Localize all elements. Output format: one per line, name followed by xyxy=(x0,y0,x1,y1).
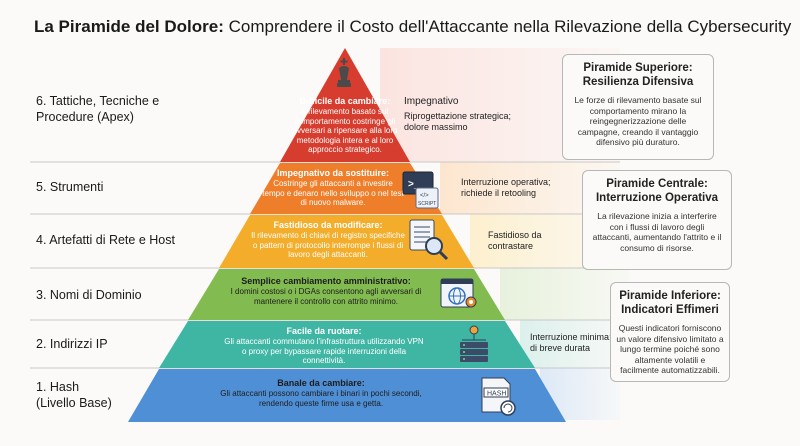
artifacts-body: Il rilevamento di chiavi di registro spe… xyxy=(251,231,405,259)
box-middle-title: Piramide Centrale: Interruzione Operativ… xyxy=(595,178,719,204)
registry-search-icon xyxy=(409,219,449,261)
tier-apex xyxy=(280,48,410,162)
script-label: SCRIPT xyxy=(418,201,436,207)
note-artifacts: Fastidioso da contrastare xyxy=(488,230,568,252)
tier-tools xyxy=(250,163,442,214)
level-label-4: 4. Artefatti di Rete e Host xyxy=(36,233,175,247)
note-tools: Interruzione operativa; richiede il reto… xyxy=(461,177,561,199)
artifacts-heading: Fastidioso da modificare: xyxy=(273,220,383,230)
chess-king-icon xyxy=(337,58,351,87)
apex-heading: Difficile da cambiare: xyxy=(299,96,391,106)
apex-body: Il rilevamento basato sul comportamento … xyxy=(292,107,398,154)
note-artifacts-body: contrastare xyxy=(488,241,534,251)
globe-settings-icon xyxy=(440,278,477,308)
ip-body: Gli attaccanti commutano l'infrastruttur… xyxy=(224,337,424,365)
box-middle-body: La rilevazione inizia a interferire con … xyxy=(592,211,722,253)
box-upper-pyramid: Piramide Superiore: Resilienza Difensiva… xyxy=(562,54,714,160)
domains-heading: Semplice cambiamento amministrativo: xyxy=(241,276,411,286)
box-lower-pyramid: Piramide Inferiore: Indicatori Effimeri … xyxy=(610,282,730,382)
apex-text: Difficile da cambiare: Il rilevamento ba… xyxy=(283,96,407,155)
note-tools-head: Interruzione operativa; xyxy=(461,177,551,187)
box-middle-pyramid: Piramide Centrale: Interruzione Operativ… xyxy=(582,170,732,270)
svg-text:</>: </> xyxy=(420,193,429,199)
hash-text: Banale da cambiare: Gli attaccanti posso… xyxy=(206,378,436,408)
note-artifacts-head: Fastidioso da xyxy=(488,230,542,240)
tools-text: Impegnativo da sostituire: Costringe gli… xyxy=(262,168,404,208)
box-upper-body: Le forze di rilevamento basate sul compo… xyxy=(574,95,702,147)
level-label-1: 1. Hash (Livello Base) xyxy=(36,380,112,410)
level-label-5: 5. Strumenti xyxy=(36,180,104,194)
note-ip-head: Interruzione minima; xyxy=(530,332,612,342)
ip-heading: Facile da ruotare: xyxy=(286,326,362,336)
artifacts-text: Fastidioso da modificare: Il rilevamento… xyxy=(250,220,406,260)
level-label-6: 6. Tattiche, Tecniche e Procedure (Apex) xyxy=(36,94,160,124)
tools-body: Costringe gli attaccanti a investire tem… xyxy=(262,179,404,207)
svg-text:>_: >_ xyxy=(408,179,420,190)
page-title: La Piramide del Dolore: Comprendere il C… xyxy=(34,17,791,37)
box-lower-title: Piramide Inferiore: Indicatori Effimeri xyxy=(619,290,721,316)
terminal-script-icon: >_ </> SCRIPT xyxy=(402,171,439,209)
level-label-3: 3. Nomi di Dominio xyxy=(36,288,142,302)
box-lower-body: Questi indicatori forniscono un valore d… xyxy=(616,323,724,375)
tier-hash xyxy=(128,369,566,422)
network-server-icon xyxy=(460,325,488,362)
domains-text: Semplice cambiamento amministrativo: I d… xyxy=(226,276,426,306)
box-upper-title: Piramide Superiore: Resilienza Difensiva xyxy=(582,62,694,88)
tier-domains xyxy=(188,269,505,320)
ip-text: Facile da ruotare: Gli attaccanti commut… xyxy=(222,326,426,366)
hash-label: HASH xyxy=(487,391,506,398)
note-apex-body: Riprogettazione strategica; dolore massi… xyxy=(404,111,512,132)
hash-body: Gli attaccanti possono cambiare i binari… xyxy=(220,389,422,408)
hash-file-icon: HASH xyxy=(481,377,516,416)
note-apex-head: Impegnativo xyxy=(404,96,459,107)
hash-heading: Banale da cambiare: xyxy=(277,378,365,388)
level-label-2: 2. Indirizzi IP xyxy=(36,337,108,351)
note-ip-body: di breve durata xyxy=(530,343,591,353)
tools-heading: Impegnativo da sostituire: xyxy=(276,168,390,178)
note-apex: Impegnativo Riprogettazione strategica; … xyxy=(404,96,514,133)
note-ip: Interruzione minima; di breve durata xyxy=(530,332,620,354)
title-rest: Comprendere il Costo dell'Attaccante nel… xyxy=(223,17,792,36)
title-bold: La Piramide del Dolore: xyxy=(34,17,224,36)
tier-ip xyxy=(159,321,535,368)
domains-body: I domini costosi o i DGAs consentono agl… xyxy=(230,287,422,306)
note-tools-body: richiede il retooling xyxy=(461,188,537,198)
